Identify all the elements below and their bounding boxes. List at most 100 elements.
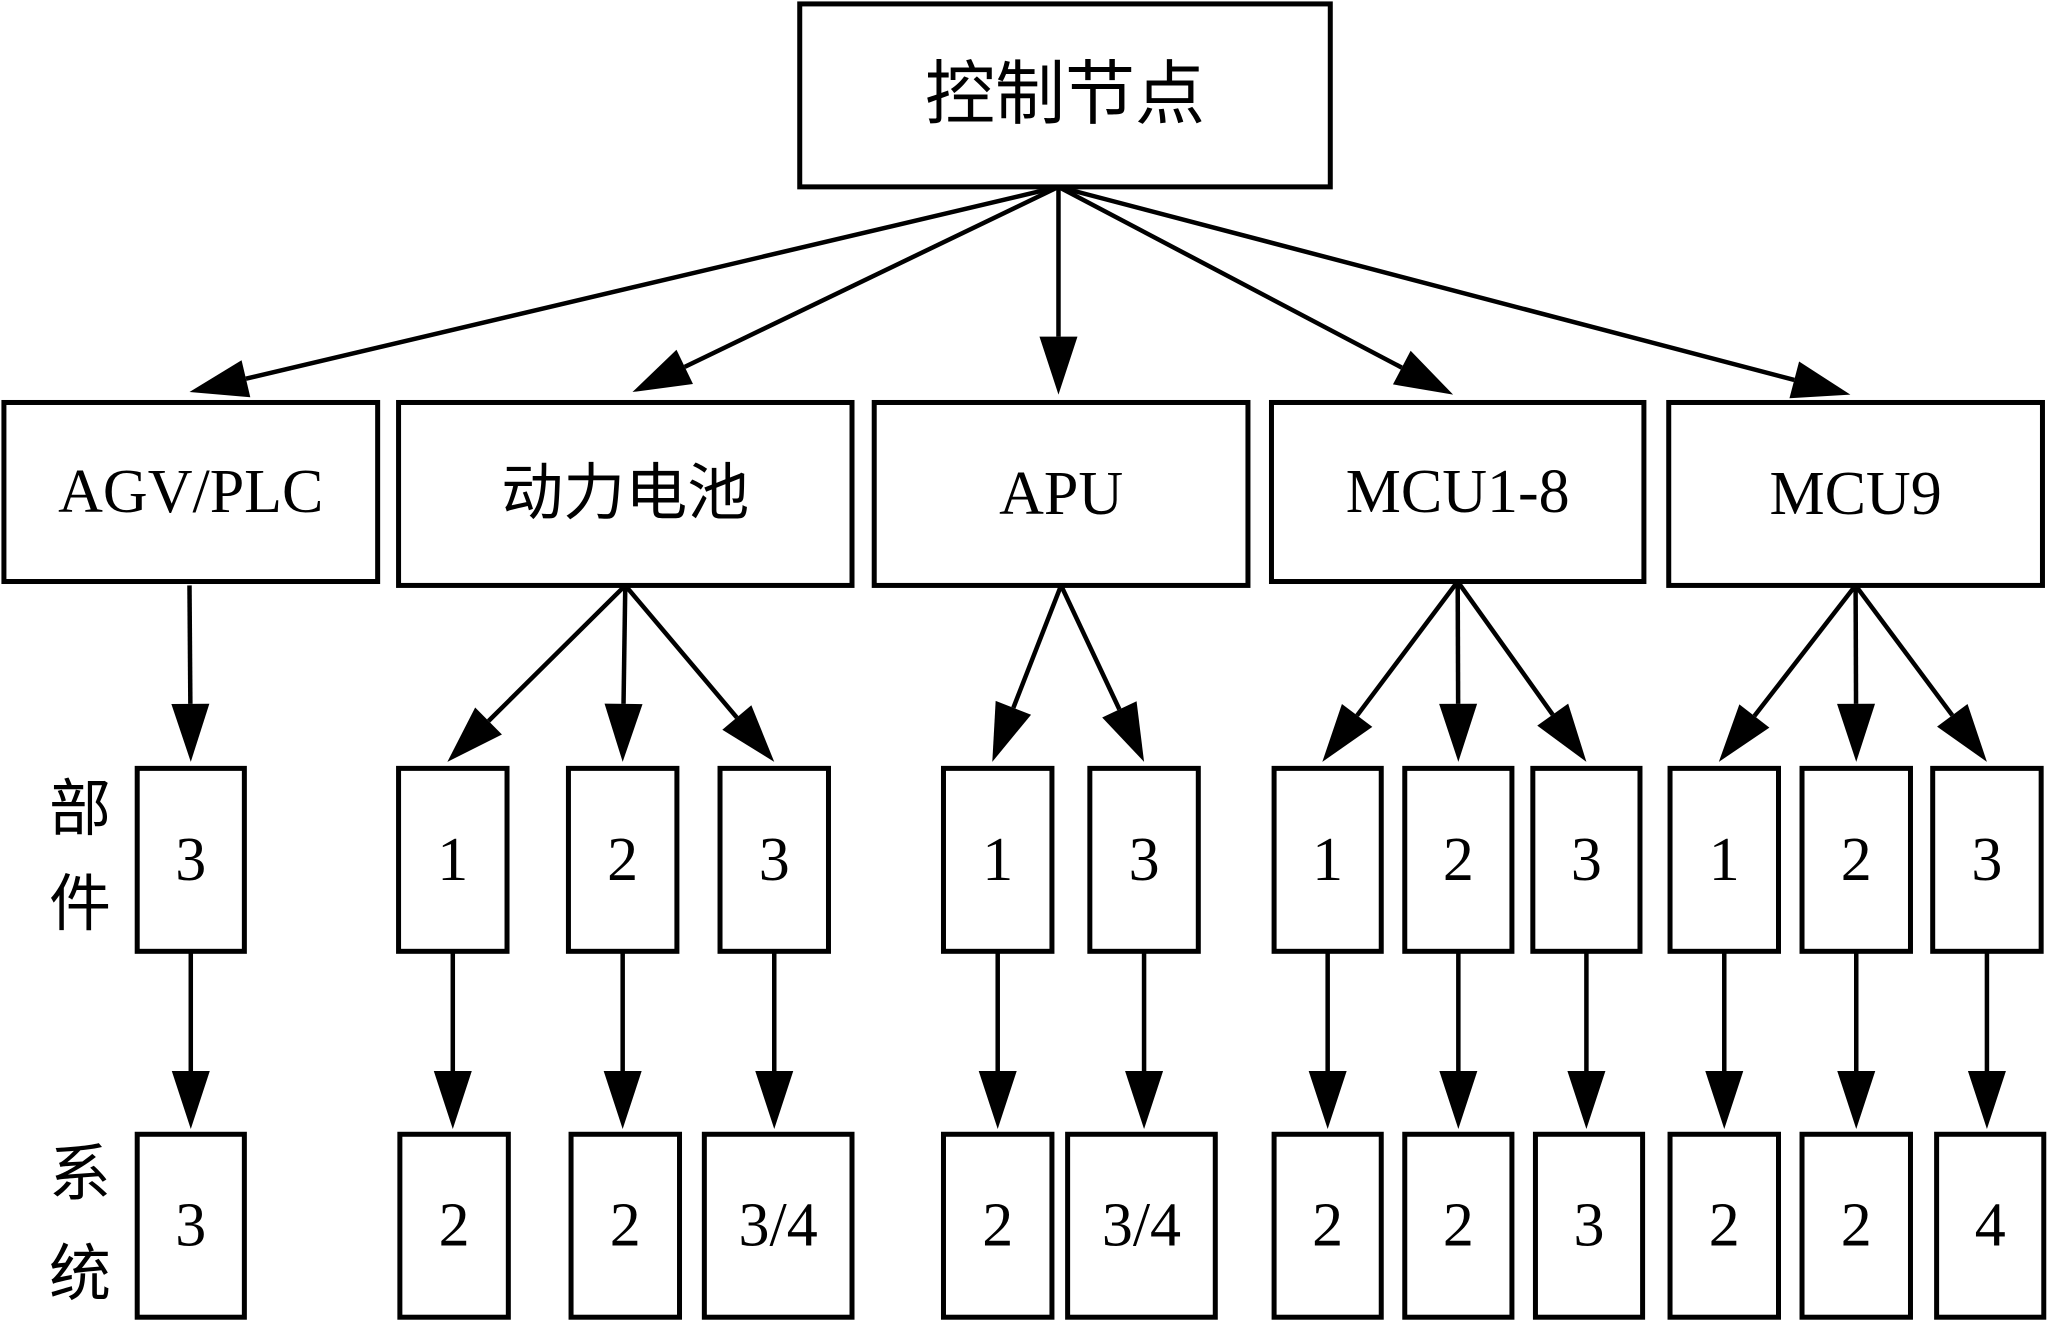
edge-group-3-to-part-2-line [1455, 580, 1555, 716]
edge-group-1-to-part-1 [604, 585, 643, 762]
edge-part-1-1-to-system [603, 951, 642, 1130]
edge-group-3-to-part-2 [1455, 580, 1587, 762]
part-node-1-0-label: 1 [437, 826, 468, 894]
part-node-1-0-box [396, 765, 510, 954]
part-node-4-0-box [1667, 765, 1782, 954]
edge-group-3-to-part-0-line [1355, 580, 1460, 717]
system-node-0-0: 3 [134, 1131, 247, 1320]
system-node-1-0: 2 [397, 1131, 511, 1320]
system-node-4-2: 4 [1934, 1131, 2047, 1320]
edge-part-2-1-to-system [1125, 951, 1164, 1130]
edge-root-to-group-2 [1039, 186, 1078, 395]
edge-group-1-to-part-2-arrowhead [722, 705, 775, 762]
group-node-3: MCU1-8 [1268, 399, 1647, 585]
part-node-3-2: 3 [1530, 765, 1643, 954]
root-node: 控制节点 [797, 1, 1333, 190]
edge-group-3-to-part-0-arrowhead [1322, 704, 1373, 762]
part-node-3-2-label: 3 [1571, 826, 1602, 894]
edge-group-2-to-part-1-arrowhead [1102, 701, 1145, 762]
edge-root-to-group-3 [1057, 184, 1454, 395]
edge-part-3-0-to-system-arrowhead [1308, 1071, 1347, 1130]
edge-part-4-2-to-system-arrowhead [1967, 1071, 2006, 1130]
part-node-4-1: 2 [1799, 765, 1913, 954]
system-node-1-2: 3/4 [701, 1131, 855, 1320]
edge-part-4-1-to-system-arrowhead [1837, 1071, 1876, 1130]
group-node-1-label: 动力电池 [501, 460, 749, 528]
edge-group-2-to-part-0-arrowhead [992, 700, 1032, 762]
edge-part-3-2-to-system [1567, 951, 1606, 1130]
part-node-1-2-label: 3 [759, 826, 790, 894]
system-node-3-1-label: 2 [1443, 1192, 1474, 1260]
system-node-2-0-label: 2 [982, 1192, 1013, 1260]
edge-part-2-0-to-system-arrowhead [978, 1071, 1017, 1130]
system-node-3-2-box [1532, 1131, 1646, 1320]
system-node-1-1-label: 2 [610, 1192, 641, 1260]
system-node-4-0-box [1667, 1131, 1782, 1320]
edge-group-3-to-part-0 [1322, 580, 1460, 762]
part-node-2-0-label: 1 [982, 826, 1013, 894]
part-node-3-1-label: 2 [1443, 826, 1474, 894]
group-node-0-label: AGV/PLC [58, 458, 323, 526]
edge-group-1-to-part-1-line [621, 585, 628, 704]
group-node-4-label: MCU9 [1769, 460, 1941, 528]
system-node-1-1: 2 [568, 1131, 683, 1320]
system-node-2-0-box [940, 1131, 1055, 1320]
root-node-box [797, 1, 1333, 190]
edge-part-4-1-to-system [1837, 951, 1876, 1130]
system-node-4-0: 2 [1667, 1131, 1782, 1320]
group-node-2-box [871, 399, 1251, 588]
part-node-4-2-box [1930, 765, 2044, 954]
part-node-2-0: 1 [940, 765, 1055, 954]
part-node-3-0-label: 1 [1312, 826, 1343, 894]
part-node-4-2-label: 3 [1971, 826, 2002, 894]
part-node-3-0: 1 [1271, 765, 1384, 954]
part-node-4-1-box [1799, 765, 1913, 954]
edge-group-4-to-part-1 [1837, 585, 1876, 762]
group-node-0: AGV/PLC [1, 399, 381, 585]
system-node-3-2: 3 [1532, 1131, 1646, 1320]
system-node-1-2-label: 3/4 [739, 1192, 818, 1260]
edge-group-4-to-part-2-arrowhead [1937, 703, 1987, 762]
edge-root-to-group-4-arrowhead [1789, 361, 1851, 399]
group-node-0-box [1, 399, 381, 585]
system-node-4-0-label: 2 [1709, 1192, 1740, 1260]
part-node-4-0-label: 1 [1709, 826, 1740, 894]
edge-root-to-group-1 [632, 184, 1060, 393]
edge-part-4-2-to-system [1967, 951, 2006, 1130]
part-node-1-1-label: 2 [607, 826, 638, 894]
part-node-1-2-box [717, 765, 831, 954]
system-node-0-0-label: 3 [175, 1192, 206, 1260]
part-node-1-0: 1 [396, 765, 510, 954]
system-node-3-2-label: 3 [1574, 1192, 1605, 1260]
part-node-4-2: 3 [1930, 765, 2044, 954]
part-node-1-2: 3 [717, 765, 831, 954]
edge-group-3-to-part-1-arrowhead [1439, 703, 1478, 762]
root-node-label: 控制节点 [925, 57, 1205, 134]
edge-root-to-group-1-line [683, 184, 1060, 369]
edge-group-4-to-part-0-arrowhead [1718, 704, 1770, 762]
part-node-3-1-box [1402, 765, 1515, 954]
edge-root-to-group-0 [189, 184, 1059, 398]
edge-group-2-to-part-0 [992, 584, 1064, 762]
system-node-4-2-box [1934, 1131, 2047, 1320]
edge-group-0-to-part-0 [171, 585, 210, 762]
edge-group-4-to-part-0-line [1752, 584, 1858, 718]
edge-group-3-to-part-1 [1439, 581, 1478, 762]
part-node-1-1: 2 [565, 765, 680, 954]
system-node-1-2-box [701, 1131, 855, 1320]
edge-group-0-to-part-0-line [187, 585, 193, 704]
system-node-3-1-box [1402, 1131, 1515, 1320]
part-node-2-0-box [940, 765, 1055, 954]
part-node-0-0: 3 [134, 765, 247, 954]
edge-part-2-1-to-system-arrowhead [1125, 1071, 1164, 1130]
edge-part-3-1-to-system [1439, 951, 1478, 1130]
edge-part-1-0-to-system-arrowhead [433, 1071, 472, 1130]
edge-group-1-to-part-0-line [486, 583, 627, 723]
edge-group-1-to-part-0-arrowhead [447, 707, 502, 762]
group-node-1-box [396, 399, 855, 588]
edge-part-2-0-to-system [978, 951, 1017, 1130]
edge-group-1-to-part-2 [623, 583, 775, 762]
edge-part-4-0-to-system [1705, 951, 1744, 1130]
edge-root-to-group-4-line [1057, 184, 1795, 383]
